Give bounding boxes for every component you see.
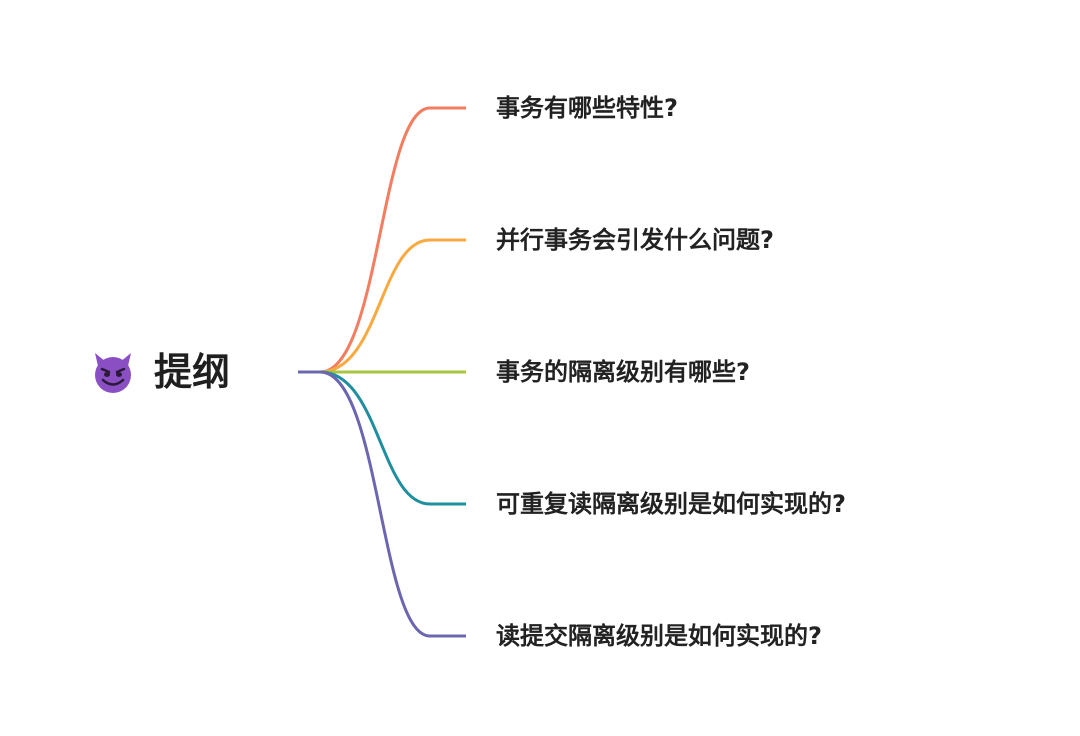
branch-node-1[interactable]: 事务有哪些特性? (496, 94, 678, 122)
connector-line-4 (319, 370, 466, 506)
branch-node-4[interactable]: 可重复读隔离级别是如何实现的? (496, 490, 846, 518)
smiling-devil-icon (95, 353, 131, 393)
branch-node-3[interactable]: 事务的隔离级别有哪些? (496, 358, 750, 386)
connector-line-2 (319, 238, 466, 374)
connector-line-5 (319, 370, 466, 638)
root-node[interactable]: 提纲 (90, 344, 230, 400)
branch-node-2[interactable]: 并行事务会引发什么问题? (496, 226, 774, 254)
root-node-label: 提纲 (154, 350, 231, 394)
connector-line-1 (319, 106, 466, 374)
branch-node-5[interactable]: 读提交隔离级别是如何实现的? (496, 622, 822, 650)
